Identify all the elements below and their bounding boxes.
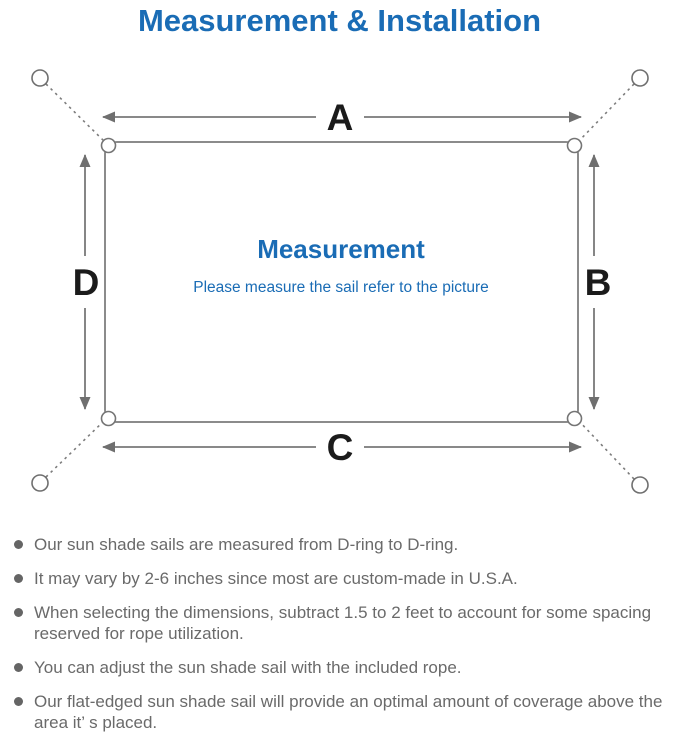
dotted-line-bottom-right xyxy=(576,418,635,480)
anchor-ring-icon xyxy=(31,474,49,492)
bullet-icon xyxy=(14,663,23,672)
bullet-icon xyxy=(14,574,23,583)
sail-rectangle xyxy=(104,141,579,423)
anchor-ring-icon xyxy=(631,69,649,87)
d-ring-icon xyxy=(566,410,583,427)
page-title: Measurement & Installation xyxy=(137,3,542,38)
d-ring-icon xyxy=(566,137,583,154)
list-item: It may vary by 2-6 inches since most are… xyxy=(14,568,669,589)
note-text: When selecting the dimensions, subtract … xyxy=(34,603,652,643)
bullet-icon xyxy=(14,540,23,549)
note-text: Our sun shade sails are measured from D-… xyxy=(34,535,459,554)
list-item: Our flat-edged sun shade sail will provi… xyxy=(14,691,669,733)
dotted-line-top-left xyxy=(45,83,107,144)
d-ring-icon xyxy=(100,137,117,154)
anchor-ring-icon xyxy=(631,476,649,494)
dim-label-a: A xyxy=(327,97,354,138)
dotted-line-top-right xyxy=(576,83,635,144)
anchor-ring-icon xyxy=(31,69,49,87)
list-item: When selecting the dimensions, subtract … xyxy=(14,602,669,644)
note-text: Our flat-edged sun shade sail will provi… xyxy=(34,692,663,732)
diagram-center-subtitle: Please measure the sail refer to the pic… xyxy=(193,279,489,296)
notes-list: Our sun shade sails are measured from D-… xyxy=(0,534,679,733)
bullet-icon xyxy=(14,608,23,617)
diagram-center-title: Measurement xyxy=(257,234,425,264)
page: Measurement & Installation xyxy=(0,3,679,742)
measurement-diagram: A B C D Measurement Please measure the s… xyxy=(31,69,649,494)
dim-label-c: C xyxy=(327,427,354,468)
note-text: You can adjust the sun shade sail with t… xyxy=(34,658,462,677)
list-item: You can adjust the sun shade sail with t… xyxy=(14,657,669,678)
dotted-line-bottom-left xyxy=(45,418,107,478)
note-text: It may vary by 2-6 inches since most are… xyxy=(34,569,518,588)
bullet-icon xyxy=(14,697,23,706)
dim-label-d: D xyxy=(73,262,100,303)
dim-label-b: B xyxy=(585,262,612,303)
list-item: Our sun shade sails are measured from D-… xyxy=(14,534,669,555)
d-ring-icon xyxy=(100,410,117,427)
